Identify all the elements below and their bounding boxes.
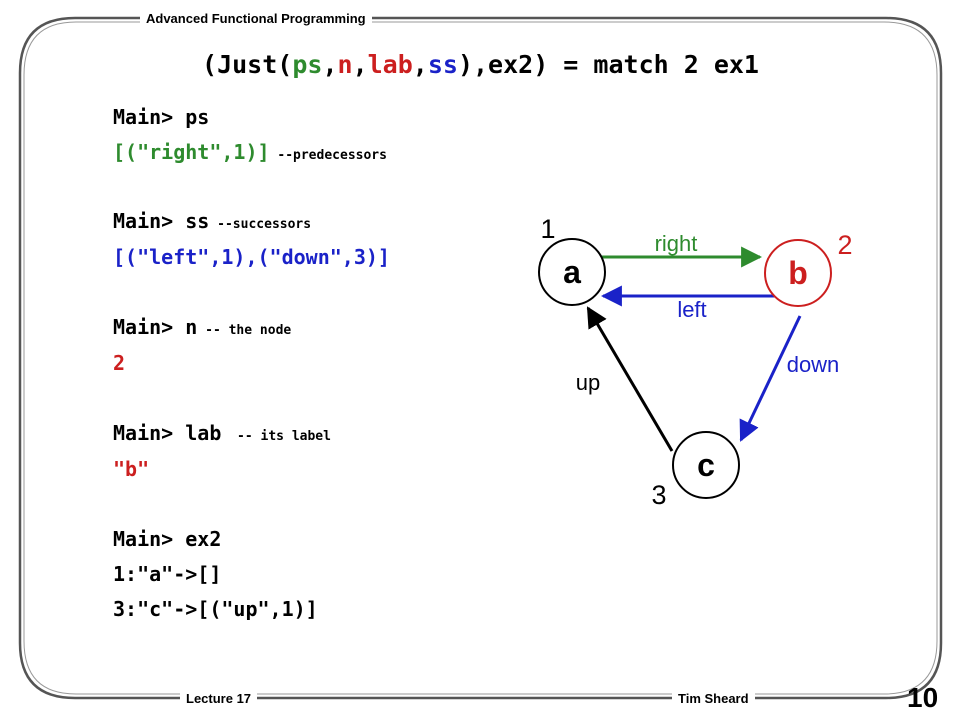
edge-left-label: left [677,297,706,322]
repl-answer-ex2-line2: 3:"c"->[("up",1)] [113,597,318,621]
author-footer: Tim Sheard [672,691,755,706]
comment-predecessors: --predecessors [269,148,387,163]
repl-answer-ss: [("left",1),("down",3)] [113,245,390,269]
title-comma-2: , [352,50,368,79]
edge-up-label: up [576,370,600,395]
edge-up [586,306,674,452]
node-c-label: c [697,447,715,483]
title-comma-3: , [412,50,428,79]
node-b [764,239,832,307]
repl-query-ss: Main> ss --successors [113,209,311,233]
node-b-label: b [788,255,808,291]
query-lab-text: Main> lab [113,421,222,445]
title-ps: ps [292,50,323,79]
node-c [672,431,740,499]
title-lab: lab [367,50,413,79]
repl-query-n: Main> n -- the node [113,315,291,339]
repl-answer-ex2-line1: 1:"a"->[] [113,562,222,586]
repl-query-ex2: Main> ex2 [113,527,222,551]
comment-its-label: -- its label [221,429,331,444]
repl-answer-ps: [("right",1)] --predecessors [113,140,387,164]
repl-answer-n: 2 [113,351,126,375]
title-open: (Just( [202,50,293,79]
repl-answer-lab: "b" [113,457,150,481]
node-a-number: 1 [540,214,555,244]
repl-query-lab: Main> lab -- its label [113,421,331,445]
title-rest: ),ex2) = match 2 ex1 [457,50,759,79]
node-a [538,238,606,306]
title-n: n [337,50,353,79]
comment-successors: --successors [209,217,312,232]
title-comma-1: , [322,50,338,79]
repl-query-ps: Main> ps [113,105,210,129]
query-ss-text: Main> ss [113,209,210,233]
lecture-footer: Lecture 17 [180,691,258,706]
edge-right-label: right [655,231,698,256]
node-b-number: 2 [837,230,852,260]
query-n-text: Main> n [113,315,198,339]
edge-down [739,315,802,442]
edge-down-label: down [787,352,840,377]
node-a-label: a [563,254,581,290]
slide-title: (Just(ps,n,lab,ss),ex2) = match 2 ex1 [0,50,961,79]
comment-the-node: -- the node [197,323,292,338]
answer-ps-value: [("right",1)] [113,140,270,164]
course-header: Advanced Functional Programming [140,11,372,26]
node-c-number: 3 [651,480,666,510]
page-number: 10 [907,682,939,713]
title-ss: ss [427,50,458,79]
